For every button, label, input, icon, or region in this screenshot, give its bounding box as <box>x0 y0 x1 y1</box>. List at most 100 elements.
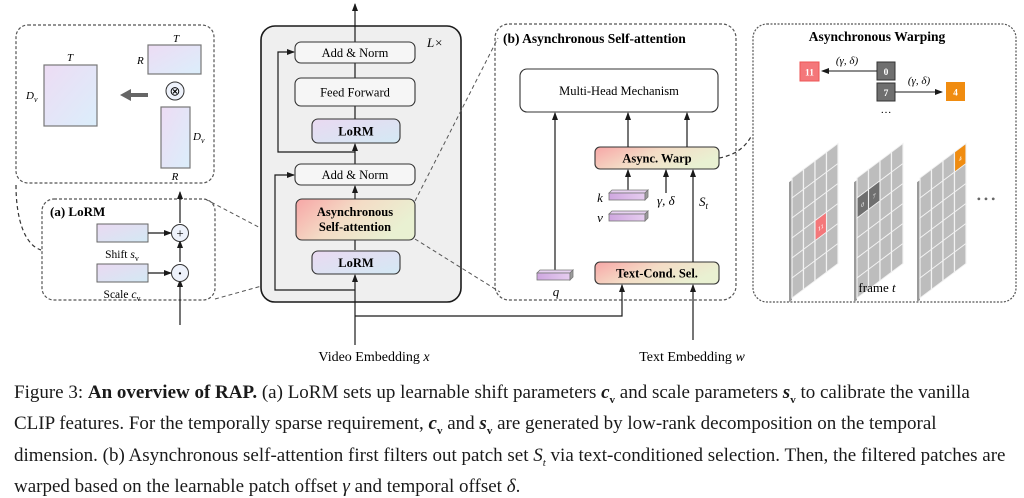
factor-top-matrix <box>147 44 202 75</box>
patch-target-left <box>799 61 820 82</box>
multiply-symbol: · <box>178 267 183 282</box>
text-cond-sel-block <box>594 261 720 285</box>
highlighted-patch-label: 0 <box>861 201 865 210</box>
shift-vector <box>96 223 149 243</box>
highlighted-patch <box>955 144 966 172</box>
caption-math-st: St <box>533 444 546 469</box>
lorm-panel-title: (a) LoRM <box>50 204 105 219</box>
add-norm-top-block <box>294 41 416 64</box>
outer-product-operator <box>165 81 185 101</box>
output-matrix-col-label: T <box>67 52 74 64</box>
caption-title: An overview of RAP. <box>87 382 258 403</box>
warping-panel: Asynchronous Warping 11 0 7 4 (γ, δ) (γ,… <box>752 23 1017 303</box>
warping-panel-border <box>752 23 1017 303</box>
caption-text: are generated by low-rank decomposition … <box>14 413 937 466</box>
add-norm-top-label: Add & Norm <box>322 46 389 60</box>
highlighted-patch <box>869 181 880 209</box>
async-attention-label-line2: Self-attention <box>319 220 391 234</box>
output-matrix <box>43 64 98 127</box>
feed-forward-block <box>294 77 416 107</box>
patch-source-a-label: 0 <box>884 68 889 78</box>
patch-target-right <box>946 82 965 101</box>
factor-bottom-matrix <box>160 106 191 169</box>
caption-text: and scale parameters <box>615 382 783 403</box>
scale-label: Scale cv <box>104 289 141 303</box>
k-token <box>608 189 649 201</box>
warping-panel-title: Asynchronous Warping <box>809 29 946 44</box>
multi-head-label: Multi-Head Mechanism <box>559 84 679 98</box>
residual-connection-1 <box>274 172 355 291</box>
caption-text: and <box>442 413 480 435</box>
q-label: q <box>553 284 560 299</box>
transformer-block: L× Add & Norm Feed Forward LoRM Add & No… <box>260 3 462 345</box>
warp-offset-label-left: (γ, δ) <box>836 55 859 67</box>
v-label: v <box>597 210 603 225</box>
decomposition-panel-border <box>15 24 215 184</box>
patch-source-b-label: 7 <box>884 89 889 99</box>
v-token <box>608 210 649 222</box>
output-matrix-row-label: Dv <box>25 90 38 104</box>
caption-math-gamma: γ <box>342 475 350 497</box>
outer-product-symbol: ⊗ <box>170 84 181 99</box>
add-symbol: + <box>176 226 183 241</box>
highlighted-patch-label: 7 <box>873 192 877 201</box>
k-label: k <box>597 190 603 205</box>
add-operator <box>171 224 189 242</box>
residual-connection-2 <box>277 49 355 153</box>
frame-patch <box>953 242 967 274</box>
add-norm-bottom-block <box>294 163 416 186</box>
video-frame: 07 <box>854 142 904 303</box>
zoom-line-attention-top <box>414 37 499 202</box>
frame-t-label: frame t <box>858 280 896 295</box>
patch-target-left-label: 11 <box>805 69 814 79</box>
caption-text: and temporal offset <box>349 475 507 497</box>
lorm-bottom-label: LoRM <box>338 256 374 270</box>
frames-ellipsis: • • • <box>977 192 996 206</box>
caption-text: to calibrate the vanilla CLIP features. … <box>14 382 970 435</box>
async-attention-label-line1: Asynchronous <box>317 205 393 219</box>
attention-panel-title: (b) Asynchronous Self-attention <box>503 31 686 46</box>
factor-top-row-label: R <box>136 55 144 67</box>
lorm-top-block <box>311 118 401 144</box>
compose-arrow-icon <box>120 89 148 101</box>
lorm-panel-border <box>41 198 216 301</box>
patch-target-right-label: 4 <box>953 89 958 99</box>
selected-set-label: St <box>699 194 709 211</box>
factor-bottom-col-label: R <box>171 171 179 183</box>
lorm-panel: (a) LoRM Shift sv Scale cv + · <box>41 191 216 325</box>
feed-forward-label: Feed Forward <box>320 86 391 100</box>
multi-head-block <box>519 68 719 113</box>
rap-overview-diagram: T Dv ⊗ T R Dv R (a) LoRM Shift sv Scale … <box>15 3 1017 365</box>
caption-text: (a) LoRM sets up learnable shift paramet… <box>257 382 602 403</box>
zoom-line-attention-bottom <box>414 238 501 293</box>
offsets-label: γ, δ <box>657 193 676 208</box>
video-frame: 4 <box>917 142 967 303</box>
caption-label: Figure 3: <box>14 382 88 403</box>
frame-patch <box>825 242 839 274</box>
highlighted-patch <box>815 213 826 240</box>
figure-caption: Figure 3: An overview of RAP. (a) LoRM s… <box>14 381 1014 498</box>
caption-math-cv-2: cv <box>428 413 443 438</box>
patch-ellipsis: … <box>881 104 892 116</box>
async-attention-block <box>295 198 416 241</box>
caption-math-sv-2: sv <box>479 413 493 438</box>
video-embedding-label: Video Embedding x <box>318 350 430 365</box>
lorm-bottom-block <box>311 250 401 275</box>
video-frame: 11 <box>789 142 839 303</box>
text-cond-sel-label: Text-Cond. Sel. <box>616 267 698 281</box>
frame-patch <box>890 242 904 274</box>
caption-math-cv: cv <box>601 382 616 406</box>
caption-math-delta: δ <box>506 475 516 497</box>
lorm-top-label: LoRM <box>338 125 374 139</box>
repeat-label: L× <box>426 35 443 50</box>
highlighted-patch-label: 4 <box>959 155 963 164</box>
warp-offset-label-right: (γ, δ) <box>908 75 931 87</box>
shift-label: Shift sv <box>105 249 139 263</box>
zoom-connector-warping <box>718 134 753 159</box>
caption-text: . <box>515 475 521 497</box>
add-norm-bottom-label: Add & Norm <box>322 168 389 182</box>
attention-panel: (b) Asynchronous Self-attention Multi-He… <box>494 23 737 301</box>
factor-bottom-row-label: Dv <box>192 131 205 145</box>
factor-top-col-label: T <box>173 33 180 45</box>
text-embedding-label: Text Embedding w <box>639 350 745 365</box>
